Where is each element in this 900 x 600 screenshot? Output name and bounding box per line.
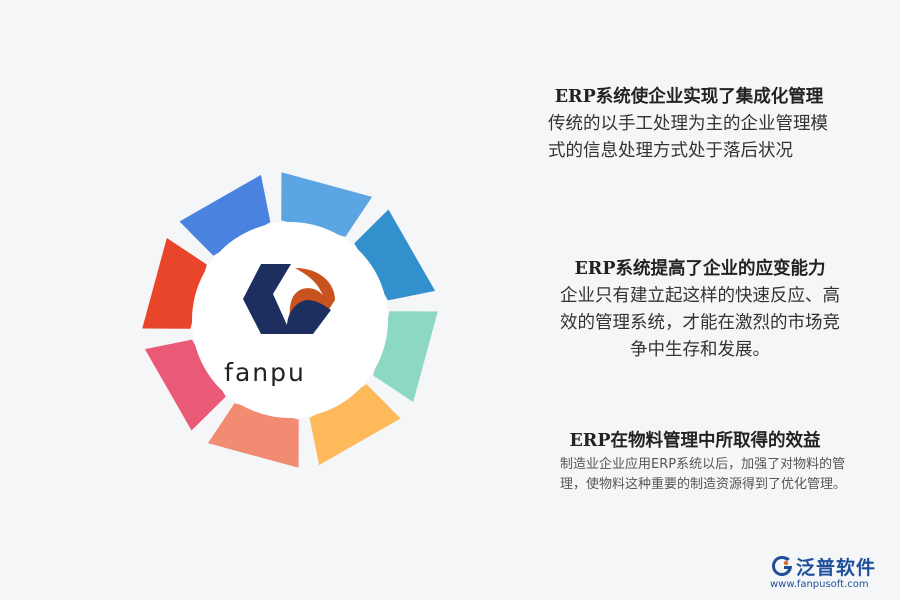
info-body: 企业只有建立起这样的快速反应、高效的管理系统，才能在激烈的市场竞争中生存和发展。 [560, 286, 840, 360]
wheel-segment-1 [281, 172, 373, 237]
wheel-segment-5 [207, 403, 299, 468]
wheel-segments [142, 172, 438, 468]
info-body: 制造业企业应用ERP系统以后，加强了对物料的管理，使物料这种重要的制造资源得到了… [560, 457, 847, 492]
wheel-segment-6 [144, 339, 226, 431]
wheel-segment-7 [142, 237, 207, 329]
info-title: ERP系统提高了企业的应变能力 [574, 259, 826, 279]
segment-wheel [140, 170, 440, 470]
info-block-2: ERP系统提高了企业的应变能力 企业只有建立起这样的快速反应、高效的管理系统，才… [555, 256, 845, 364]
wheel-graphic [142, 172, 438, 468]
logo-name: 泛普软件 [796, 557, 877, 579]
info-body: 传统的以手工处理为主的企业管理模式的信息处理方式处于落后状况 [548, 114, 828, 161]
wheel-segment-3 [373, 311, 438, 403]
info-block-1: ERP系统使企业实现了集成化管理 传统的以手工处理为主的企业管理模式的信息处理方… [548, 84, 830, 165]
logo-url: www.fanpusoft.com [770, 579, 869, 590]
info-title: ERP在物料管理中所取得的效益 [569, 431, 821, 451]
wheel-segment-2 [354, 209, 436, 301]
brand-name: fanpu [224, 358, 306, 387]
fanpu-mark-icon [772, 556, 792, 576]
info-title: ERP系统使企业实现了集成化管理 [554, 87, 824, 107]
footer-logo: 泛普软件 www.fanpusoft.com [770, 553, 895, 597]
wheel-segment-4 [309, 384, 401, 466]
info-block-3: ERP在物料管理中所取得的效益 制造业企业应用ERP系统以后，加强了对物料的管理… [560, 428, 850, 495]
wheel-segment-8 [179, 174, 271, 256]
fanpu-logo-icon [243, 264, 335, 334]
